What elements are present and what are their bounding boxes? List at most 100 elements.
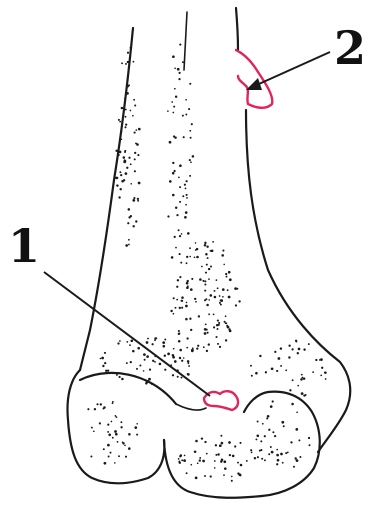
- stipple-dot: [226, 276, 228, 278]
- stipple-dot: [116, 374, 118, 376]
- stipple-dot: [156, 337, 158, 339]
- stipple-dot: [179, 253, 181, 255]
- stipple-dot: [117, 441, 119, 443]
- stipple-dot: [104, 362, 106, 364]
- stipple-dot: [110, 452, 112, 454]
- stipple-dot: [251, 452, 253, 454]
- stipple-dot: [179, 201, 181, 203]
- stipple-dot: [181, 307, 183, 309]
- stipple-dot: [107, 444, 110, 447]
- stipple-dot: [178, 177, 180, 179]
- stipple-dot: [261, 458, 263, 460]
- stipple-dot: [179, 357, 181, 359]
- stipple-dot: [185, 114, 187, 116]
- stipple-dot: [254, 457, 256, 459]
- stipple-dot: [268, 453, 270, 455]
- stipple-dot: [216, 324, 218, 326]
- stipple-dot: [124, 151, 126, 153]
- stipple-dot: [159, 363, 162, 366]
- stipple-dot: [274, 351, 276, 353]
- stipple-dot: [99, 422, 101, 424]
- stipple-dot: [223, 460, 226, 463]
- stipple-dot: [217, 287, 219, 289]
- stipple-dot: [257, 421, 259, 423]
- stipple-dot: [214, 460, 216, 462]
- label-2: 2: [334, 21, 366, 75]
- stipple-dot: [171, 101, 173, 103]
- stipple-dot: [125, 109, 127, 111]
- stipple-dot: [132, 199, 135, 202]
- stipple-dot: [225, 339, 227, 341]
- stipple-dot: [139, 364, 141, 366]
- stipple-dot: [321, 367, 323, 369]
- stipple-dot: [228, 441, 231, 444]
- stipple-dot: [173, 135, 175, 137]
- stipple-dot: [115, 150, 117, 152]
- stipple-dot: [179, 276, 181, 278]
- stipple-dot: [194, 298, 196, 300]
- stipple-dot: [303, 394, 305, 396]
- stipple-dot: [134, 158, 136, 160]
- stipple-dot: [124, 126, 126, 128]
- stipple-dot: [218, 322, 220, 324]
- stipple-dot: [120, 174, 122, 176]
- stipple-dot: [227, 289, 229, 291]
- stipple-dot: [172, 354, 175, 357]
- stipple-dot: [308, 343, 310, 345]
- stipple-dot: [197, 345, 199, 347]
- stipple-dot: [146, 341, 149, 344]
- stipple-dot: [199, 459, 201, 461]
- stipple-dot: [90, 455, 92, 457]
- stipple-dot: [175, 95, 177, 97]
- stipple-dot: [206, 350, 208, 352]
- stipple-dot: [118, 455, 120, 457]
- stipple-dot: [271, 367, 274, 370]
- stipple-dot: [137, 347, 140, 350]
- stipple-dot: [179, 164, 182, 167]
- stipple-dot: [190, 288, 193, 291]
- stipple-dot: [225, 273, 227, 275]
- stipple-dot: [134, 170, 136, 172]
- stipple-dot: [204, 290, 206, 292]
- stipple-dot: [145, 382, 147, 384]
- stipple-dot: [108, 456, 110, 458]
- stipple-dot: [152, 360, 154, 362]
- stipple-dot: [125, 172, 128, 175]
- stipple-dot: [228, 296, 231, 299]
- stipple-dot: [178, 330, 180, 332]
- stipple-dot: [181, 377, 183, 379]
- stipple-dot: [134, 104, 136, 106]
- stipple-dot: [172, 112, 174, 114]
- stipple-dot: [222, 296, 224, 298]
- stipple-dot: [174, 360, 177, 363]
- stipple-dot: [134, 132, 136, 134]
- stipple-dot: [104, 352, 106, 354]
- stipple-dot: [130, 339, 133, 342]
- stipple-dot: [170, 364, 172, 366]
- stipple-dot: [211, 249, 214, 252]
- stipple-dot: [196, 256, 199, 259]
- stipple-dot: [188, 363, 190, 365]
- stipple-dot: [181, 233, 183, 235]
- stipple-dot: [188, 108, 190, 110]
- stipple-dot: [115, 433, 118, 436]
- stipple-dot: [126, 167, 128, 169]
- stipple-dot: [186, 256, 188, 258]
- stipple-dot: [170, 310, 172, 312]
- shaft-ridge: [184, 12, 187, 70]
- stipple-dot: [214, 296, 217, 299]
- stipple-dot: [272, 431, 274, 433]
- stipple-dot: [178, 78, 180, 80]
- stipple-dot: [129, 344, 131, 346]
- stipple-dot: [137, 144, 139, 146]
- stipple-dot: [270, 446, 272, 448]
- stipple-dot: [172, 374, 174, 376]
- stipple-dot: [187, 285, 189, 287]
- stipple-dot: [196, 347, 198, 349]
- stipple-dot: [108, 434, 111, 437]
- stipple-dot: [250, 365, 252, 367]
- stipple-dot: [128, 374, 130, 376]
- stipple-dot: [268, 429, 270, 431]
- stipple-dot: [180, 262, 182, 264]
- stipple-dot: [264, 435, 266, 437]
